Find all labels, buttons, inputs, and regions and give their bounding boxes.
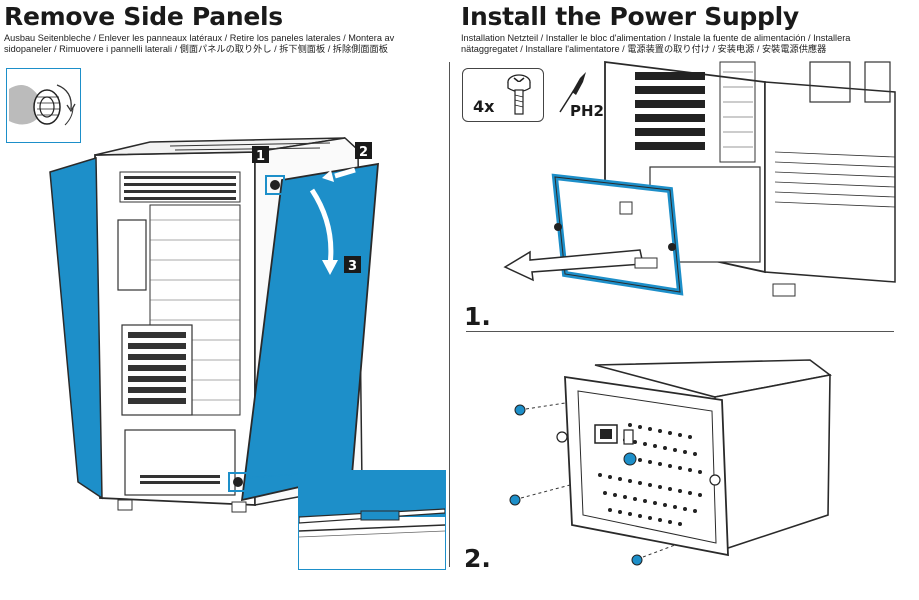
thumbscrew-inset <box>6 68 81 143</box>
step-1-label: 1. <box>464 302 491 331</box>
tool-label: PH2 <box>570 102 604 120</box>
right-title: Install the Power Supply <box>461 2 799 31</box>
column-divider <box>449 62 450 567</box>
step-badge-1-label: 1 <box>256 149 265 164</box>
psu-bracket-removal-illustration <box>503 60 896 297</box>
psu-install-illustration <box>509 359 832 566</box>
step-badge-3-label: 3 <box>348 259 357 274</box>
case-side-panel-illustration: 1 2 3 <box>49 137 379 513</box>
loose-screw-2 <box>509 484 571 506</box>
panel-latch-zoom-inset <box>298 470 446 570</box>
loose-screw-3 <box>631 544 676 566</box>
step-badge-2: 2 <box>355 142 372 160</box>
zoom-connector-line <box>245 473 299 479</box>
loose-screw-1 <box>514 402 566 416</box>
screw-count-label: 4x <box>473 97 495 116</box>
screw-icon <box>507 74 531 115</box>
right-subtitle-line1: Installation Netzteil / Installer le blo… <box>461 33 851 43</box>
left-subtitle-line1: Ausbau Seitenbleche / Enlever les pannea… <box>4 33 395 43</box>
left-title: Remove Side Panels <box>4 2 283 31</box>
step-badge-2-label: 2 <box>359 145 368 160</box>
step-divider <box>466 331 894 332</box>
screwdriver-icon <box>559 72 586 113</box>
step-2-label: 2. <box>464 544 491 573</box>
left-subtitle-line2: sidopaneler / Rimuovere i pannelli later… <box>4 44 388 54</box>
right-subtitle-line2: nätaggregatet / Installare l'alimentator… <box>461 44 827 54</box>
screw-count-box: 4x <box>462 68 544 122</box>
step-badge-3: 3 <box>344 256 361 274</box>
step-badge-1: 1 <box>252 146 269 164</box>
screwdriver-tool: PH2 <box>552 68 614 124</box>
thumbscrew-icon <box>9 84 76 126</box>
